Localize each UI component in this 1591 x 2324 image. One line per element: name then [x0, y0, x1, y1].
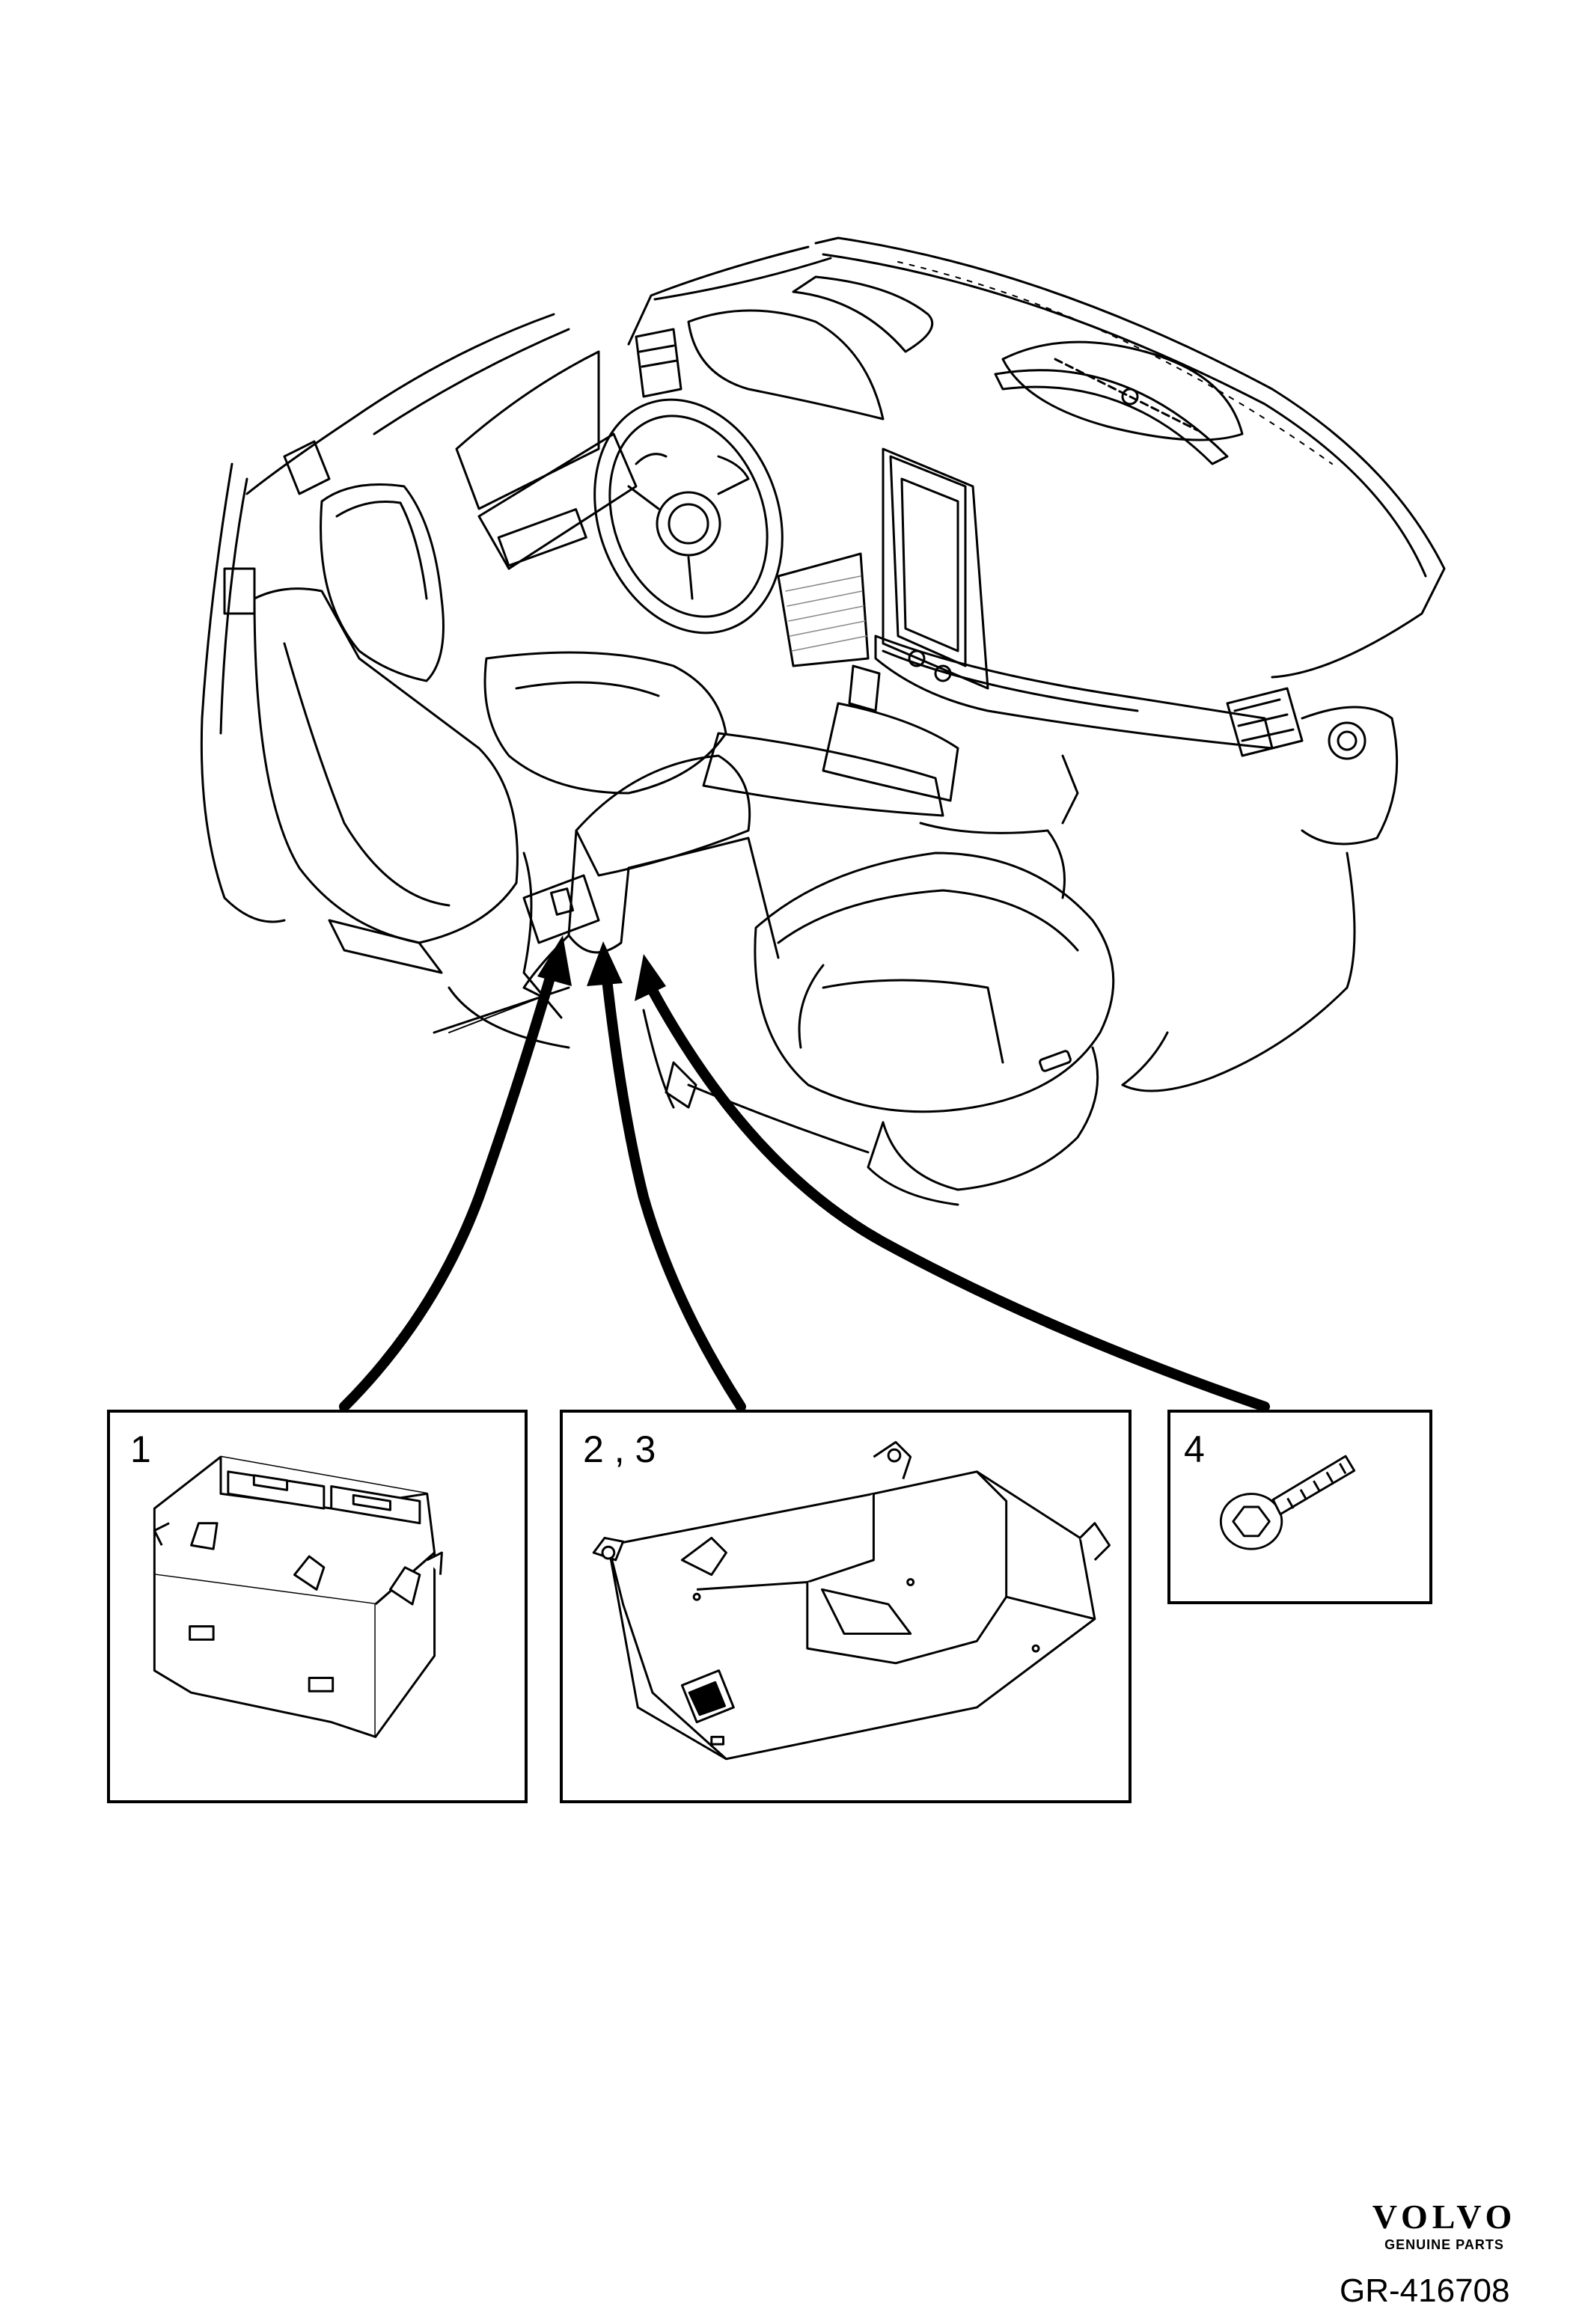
- part-box-2-3: 2 , 3: [560, 1410, 1132, 1803]
- callout-arrows: [339, 960, 1270, 1412]
- part-box-4: 4: [1167, 1410, 1432, 1604]
- footwell-hatch: [777, 552, 870, 667]
- screw-drawing: [1219, 1455, 1356, 1550]
- part-box-1: 1: [107, 1410, 528, 1803]
- center-console: [522, 664, 959, 1019]
- center-stack: [635, 328, 1399, 845]
- driver-seat: [253, 483, 727, 974]
- floor: [433, 754, 1356, 1109]
- arrow-to-part-1: [339, 960, 559, 1412]
- switch-panel-drawing: [153, 1455, 443, 1738]
- steering-wheel: [593, 398, 784, 634]
- left-door: [200, 313, 638, 923]
- passenger-seat: [665, 851, 1115, 1206]
- brand-tagline: GENUINE PARTS: [1384, 2237, 1504, 2252]
- arrow-to-parts-2-3: [601, 967, 746, 1412]
- dashboard: [627, 236, 1446, 679]
- arrowheads: [537, 935, 666, 1001]
- brand-logo: VOLVO GENUINE PARTS: [1332, 2200, 1557, 2253]
- drawing-number: GR-416708: [1340, 2272, 1510, 2309]
- arrowhead-2-3: [587, 941, 623, 986]
- callout-label-1: 1: [130, 1428, 151, 1470]
- callout-label-2-3: 2 , 3: [583, 1428, 656, 1470]
- console-housing-drawing: [592, 1440, 1111, 1761]
- brand-wordmark: VOLVO: [1372, 2198, 1517, 2236]
- arrowhead-1: [537, 935, 572, 986]
- callout-label-4: 4: [1184, 1428, 1205, 1470]
- arrow-to-part-4: [646, 982, 1270, 1412]
- arrowhead-4: [635, 954, 666, 1001]
